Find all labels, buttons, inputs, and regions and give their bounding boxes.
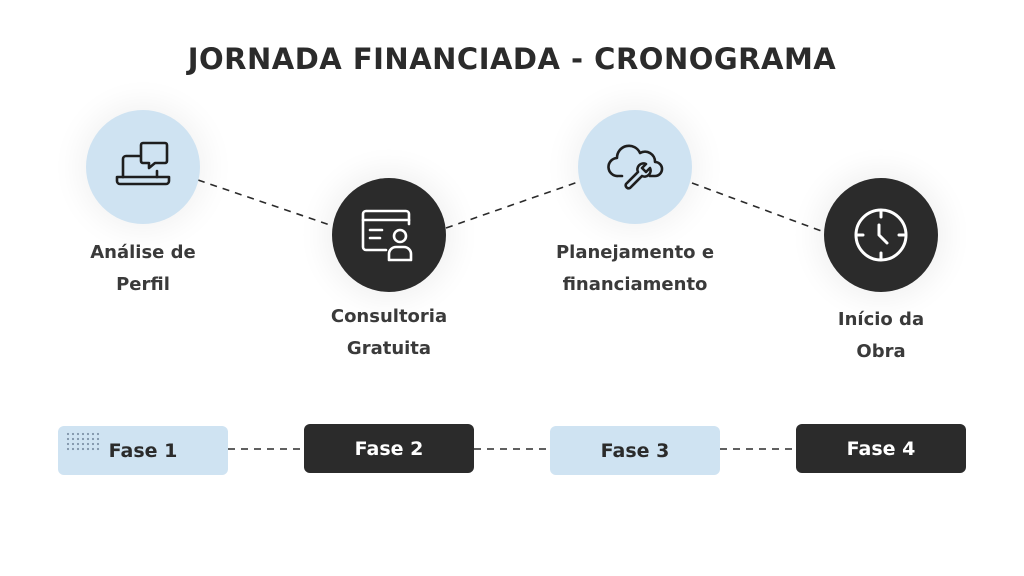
step-label-2: Consultoria Gratuita (279, 301, 499, 365)
phase-badge-4: Fase 4 (796, 424, 966, 473)
phase-label-1: Fase 1 (108, 439, 178, 462)
id-card-user-icon (361, 209, 413, 262)
phase-label-2: Fase 2 (354, 437, 424, 460)
step-label-3-line1: Planejamento e (555, 242, 715, 263)
clock-icon (854, 208, 908, 262)
laptop-chat-icon (115, 141, 171, 186)
step-label-1: Análise de Perfil (33, 237, 253, 301)
step-label-1-line1: Análise de (90, 242, 196, 263)
page-title: JORNADA FINANCIADA - CRONOGRAMA (187, 42, 837, 76)
phase-badge-1: Fase 1 (58, 426, 228, 475)
connector-line-3-4 (691, 182, 825, 233)
phase-badge-3: Fase 3 (550, 426, 720, 475)
phase-badge-2: Fase 2 (304, 424, 474, 473)
step-circle-1 (86, 110, 200, 224)
step-label-1-line2: Perfil (116, 274, 170, 295)
phase-label-3: Fase 3 (600, 439, 670, 462)
connector-line-1-2 (197, 179, 331, 226)
connector-line-2-3 (445, 181, 579, 229)
step-circle-3 (578, 110, 692, 224)
step-label-3-line2: financiamento (562, 274, 708, 295)
phase-label-4: Fase 4 (846, 437, 916, 460)
step-label-4: Início da Obra (771, 304, 991, 368)
step-circle-2 (332, 178, 446, 292)
dot-pattern-icon (66, 432, 100, 451)
step-label-2-line2: Gratuita (346, 338, 432, 359)
cloud-wrench-icon (607, 144, 664, 190)
step-label-3: Planejamento e financiamento (525, 237, 745, 301)
step-label-4-line2: Obra (856, 341, 906, 362)
step-label-2-line1: Consultoria (330, 306, 448, 327)
step-circle-4 (824, 178, 938, 292)
step-label-4-line1: Início da (837, 309, 925, 330)
